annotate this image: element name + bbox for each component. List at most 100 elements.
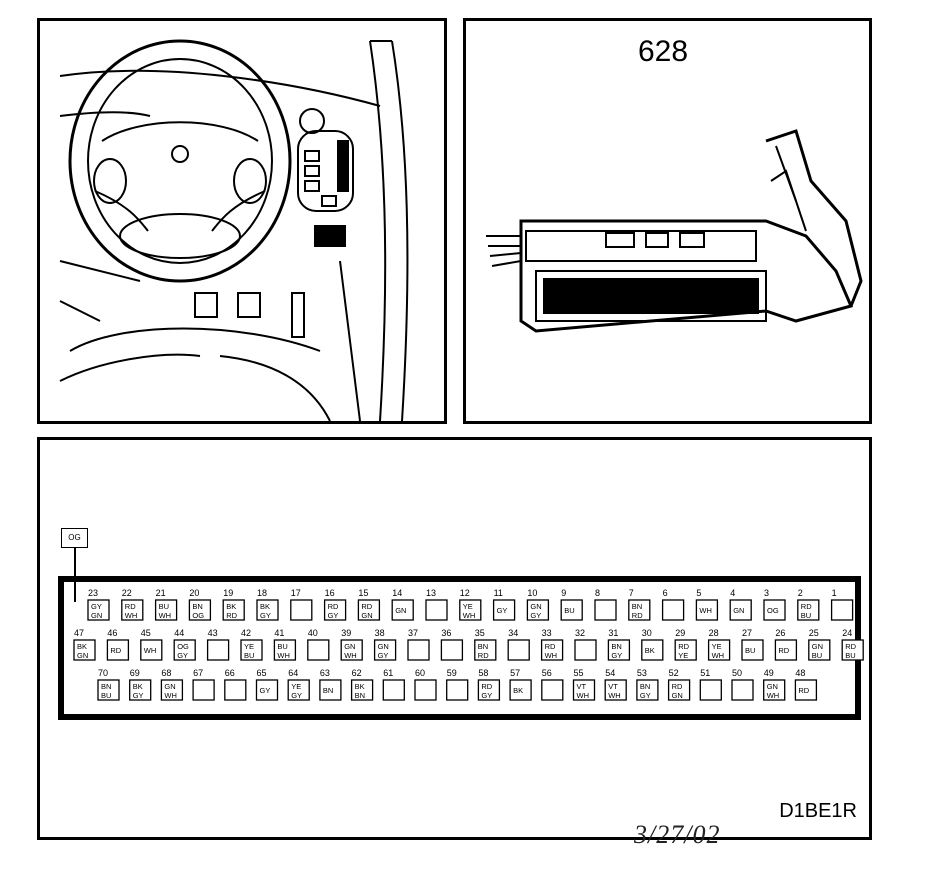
date-stamp: 3/27/02 — [634, 820, 721, 849]
pin-cell — [731, 679, 754, 701]
pin-number: 52 — [669, 668, 679, 678]
pin-cell — [540, 639, 564, 661]
dashboard-illustration — [59, 39, 409, 421]
pin-color-primary: GN — [530, 602, 541, 611]
pin-cell — [160, 679, 184, 701]
pin-number: 59 — [447, 668, 457, 678]
pin-number: 68 — [161, 668, 171, 678]
pin-color-secondary: GY — [177, 651, 188, 660]
pin-59: 59 — [446, 668, 469, 701]
pin-cell — [273, 639, 297, 661]
pin-number: 3 — [764, 588, 769, 598]
pin-cell — [357, 599, 381, 621]
pin-cell — [641, 639, 664, 661]
pin-number: 8 — [595, 588, 600, 598]
pin-cell — [459, 599, 482, 621]
pin-cell — [741, 639, 764, 661]
pin-number: 33 — [542, 628, 552, 638]
pin-color-primary: YE — [291, 682, 301, 691]
pin-color-secondary: WH — [125, 611, 138, 620]
pin-number: 65 — [257, 668, 267, 678]
pin-9: 9BU — [560, 588, 583, 621]
pin-color-primary: BN — [632, 602, 642, 611]
pin-number: 7 — [629, 588, 634, 598]
pin-color-primary: WH — [144, 646, 157, 655]
pin-number: 29 — [675, 628, 685, 638]
pin-cell — [699, 679, 722, 701]
pin-color-primary: BN — [323, 686, 333, 695]
pin-61: 61 — [382, 668, 405, 701]
pin-number: 60 — [415, 668, 425, 678]
pin-number: 20 — [189, 588, 199, 598]
pin-cell — [674, 639, 697, 661]
pin-number: 58 — [478, 668, 488, 678]
pin-number: 46 — [107, 628, 117, 638]
pin-6: 6 — [661, 588, 685, 621]
pin-color-primary: BU — [277, 642, 287, 651]
pin-number: 64 — [288, 668, 298, 678]
pin-color-primary: GY — [497, 606, 508, 615]
pin-color-secondary: WH — [344, 651, 357, 660]
pin-color-secondary: GY — [640, 691, 651, 700]
pin-5: 5WH — [695, 588, 719, 621]
pin-cell — [440, 639, 464, 661]
pin-67: 67 — [192, 668, 215, 701]
pin-color-secondary: GY — [260, 611, 271, 620]
pin-cell — [763, 679, 786, 701]
pin-cell — [407, 639, 430, 661]
pin-number: 13 — [426, 588, 436, 598]
pin-number: 67 — [193, 668, 203, 678]
pin-cell — [106, 639, 130, 661]
pin-color-primary: RD — [672, 682, 683, 691]
pin-number: 10 — [527, 588, 537, 598]
pin-number: 22 — [122, 588, 132, 598]
external-wire-line — [74, 548, 76, 602]
location-view-panel — [37, 18, 447, 424]
pin-cell — [729, 599, 752, 621]
pin-cell — [526, 599, 550, 621]
pin-cell — [695, 599, 719, 621]
pin-3: 3OG — [763, 588, 786, 621]
pin-cell — [188, 599, 212, 621]
pin-number: 43 — [208, 628, 218, 638]
pin-cell — [574, 639, 597, 661]
pin-cell — [340, 639, 363, 661]
pin-cell — [774, 639, 798, 661]
pin-color-secondary: WH — [159, 611, 172, 620]
pin-40: 40 — [307, 628, 330, 661]
pin-number: 30 — [642, 628, 652, 638]
pin-cell — [154, 599, 178, 621]
pin-color-secondary: RD — [478, 651, 489, 660]
connector-number: 628 — [638, 35, 689, 68]
pin-cell — [287, 679, 310, 701]
pin-cell — [382, 679, 405, 701]
pin-color-primary: BK — [133, 682, 143, 691]
pin-color-primary: RD — [678, 642, 689, 651]
pin-number: 18 — [257, 588, 267, 598]
pin-number: 44 — [174, 628, 184, 638]
pin-cell — [604, 679, 627, 701]
pin-color-secondary: WH — [608, 691, 621, 700]
pin-56: 56 — [541, 668, 564, 701]
pin-number: 15 — [358, 588, 368, 598]
external-wire-box: OG — [61, 528, 88, 548]
